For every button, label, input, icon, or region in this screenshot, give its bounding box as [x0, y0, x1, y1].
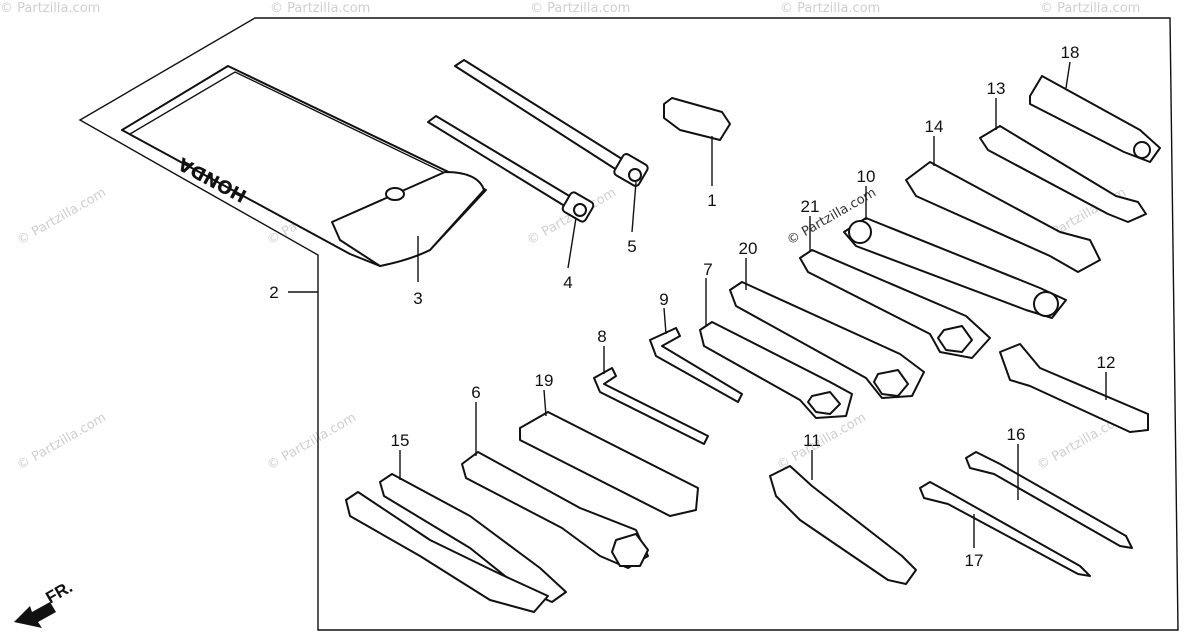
- callout-14: 14: [925, 117, 944, 136]
- tool-clip: [663, 97, 731, 141]
- callout-6: 6: [471, 383, 480, 402]
- handle-bar: [519, 411, 699, 517]
- box-wrench-21: [799, 249, 991, 359]
- box-wrench-7: [699, 321, 853, 419]
- callout-15: 15: [391, 431, 410, 450]
- spark-plug-wrench: [461, 451, 649, 569]
- leader-lines: [288, 61, 1107, 548]
- phillips-screwdriver: [965, 451, 1133, 549]
- watermark: © Partzilla.com: [775, 410, 869, 473]
- callout-1: 1: [707, 191, 716, 210]
- callout-21: 21: [801, 197, 820, 216]
- watermark: © Partzilla.com: [530, 1, 630, 16]
- box-wrench-20: [729, 281, 925, 399]
- pliers: [345, 473, 567, 613]
- callout-4: 4: [563, 273, 572, 292]
- watermark: © Partzilla.com: [0, 1, 100, 16]
- watermark-layer: © Partzilla.com © Partzilla.com © Partzi…: [0, 1, 1140, 473]
- watermark: © Partzilla.com: [270, 1, 370, 16]
- callout-7: 7: [703, 260, 712, 279]
- open-end-wrench-12: [999, 343, 1149, 433]
- tool-bag: HONDA: [121, 65, 487, 267]
- callout-10: 10: [857, 167, 876, 186]
- socket-bar: [454, 59, 649, 187]
- combination-wrench: [843, 217, 1067, 319]
- callout-5: 5: [627, 237, 636, 256]
- front-label: FR.: [43, 577, 76, 607]
- watermark: © Partzilla.com: [1040, 1, 1140, 16]
- callout-2: 2: [269, 283, 278, 302]
- callout-9: 9: [659, 290, 668, 309]
- callout-13: 13: [987, 79, 1006, 98]
- extension-bar: [427, 115, 595, 223]
- callout-17: 17: [965, 551, 984, 570]
- open-end-wrench-13: [979, 125, 1147, 223]
- callout-11: 11: [803, 431, 821, 450]
- screwdriver-handle: [1029, 75, 1161, 163]
- callout-18: 18: [1061, 43, 1080, 62]
- watermark: © Partzilla.com: [780, 1, 880, 16]
- callout-3: 3: [413, 289, 422, 308]
- open-end-wrench-14: [905, 161, 1101, 273]
- callout-20: 20: [739, 239, 758, 258]
- callout-16: 16: [1007, 425, 1026, 444]
- hex-key-8: [593, 367, 709, 445]
- callout-8: 8: [597, 327, 606, 346]
- callout-12: 12: [1097, 353, 1116, 372]
- diagram-border: [78, 17, 1179, 631]
- watermark: © Partzilla.com: [15, 185, 109, 248]
- watermark: © Partzilla.com: [265, 410, 359, 473]
- callout-19: 19: [535, 371, 554, 390]
- front-arrow-icon: [14, 602, 56, 628]
- callout-layer: 1 2 3 4 5 6 7 8 9 10 11 12 13 14 15 16 1…: [269, 43, 1115, 570]
- pin-spanner: [769, 465, 917, 585]
- hex-key-9: [649, 327, 743, 403]
- front-direction-indicator: FR.: [14, 577, 76, 628]
- flat-screwdriver: [919, 481, 1091, 577]
- watermark: © Partzilla.com: [15, 410, 109, 473]
